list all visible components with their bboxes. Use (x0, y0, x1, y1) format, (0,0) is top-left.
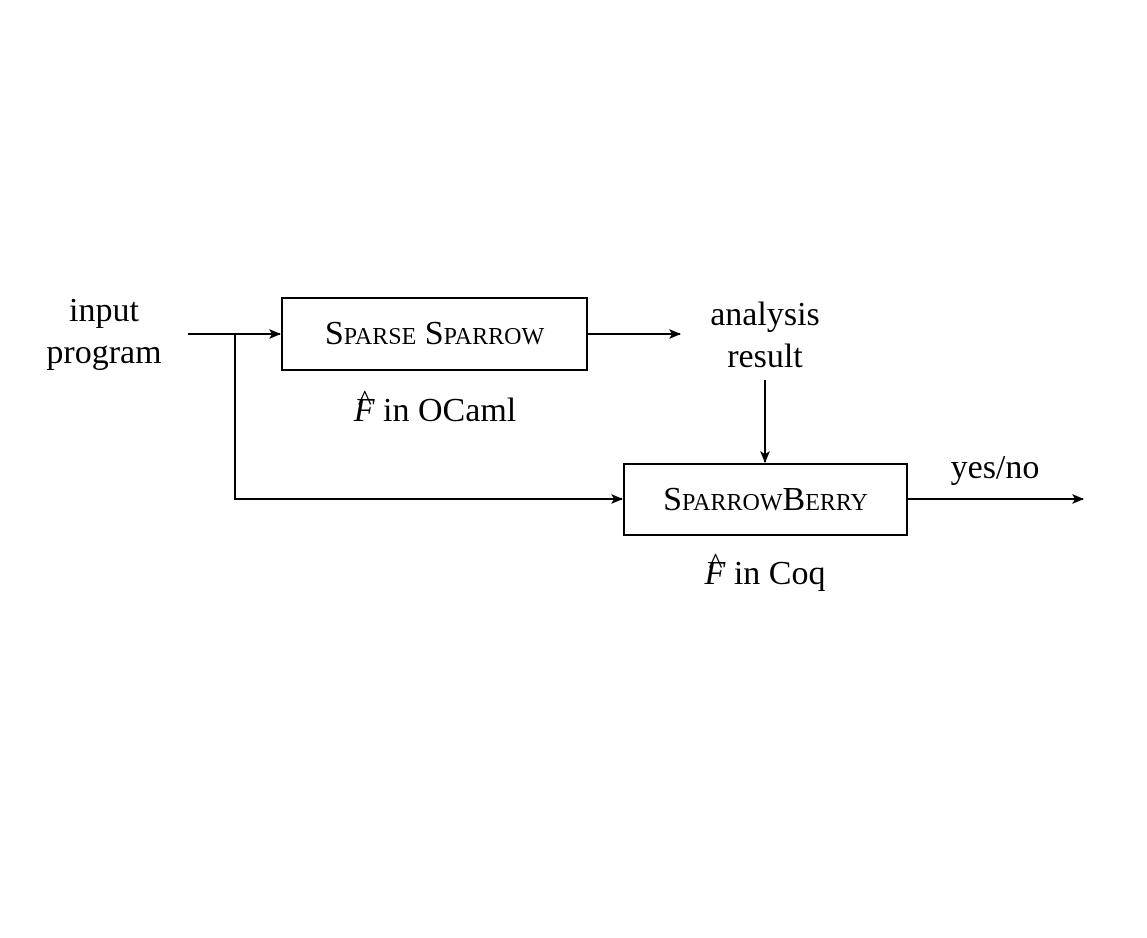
input-program-label: input program (34, 290, 174, 374)
sparse-sparrow-caption: ^F in OCaml (300, 384, 570, 432)
f-hat-symbol: ^F (353, 384, 375, 429)
sparrowberry-caption-text: in Coq (725, 555, 826, 592)
sparrowberry-box: SparrowBerry (623, 463, 908, 536)
input-program-line2: program (46, 334, 162, 371)
sparse-sparrow-box: Sparse Sparrow (281, 297, 588, 371)
sparrowberry-label: SparrowBerry (663, 480, 868, 518)
analysis-result-line1: analysis (710, 296, 820, 333)
analysis-result-label: analysis result (690, 294, 840, 378)
analysis-result-line2: result (727, 338, 803, 375)
output-label: yes/no (950, 449, 1040, 486)
sparrowberry-caption: ^F in Coq (655, 547, 875, 595)
f-hat-symbol: ^F (704, 547, 726, 592)
edge-input-to-sparrowberry (234, 334, 623, 504)
sparse-sparrow-label: Sparse Sparrow (324, 315, 545, 352)
input-program-line1: input (69, 292, 139, 329)
sparse-sparrow-caption-text: in OCaml (374, 392, 517, 429)
